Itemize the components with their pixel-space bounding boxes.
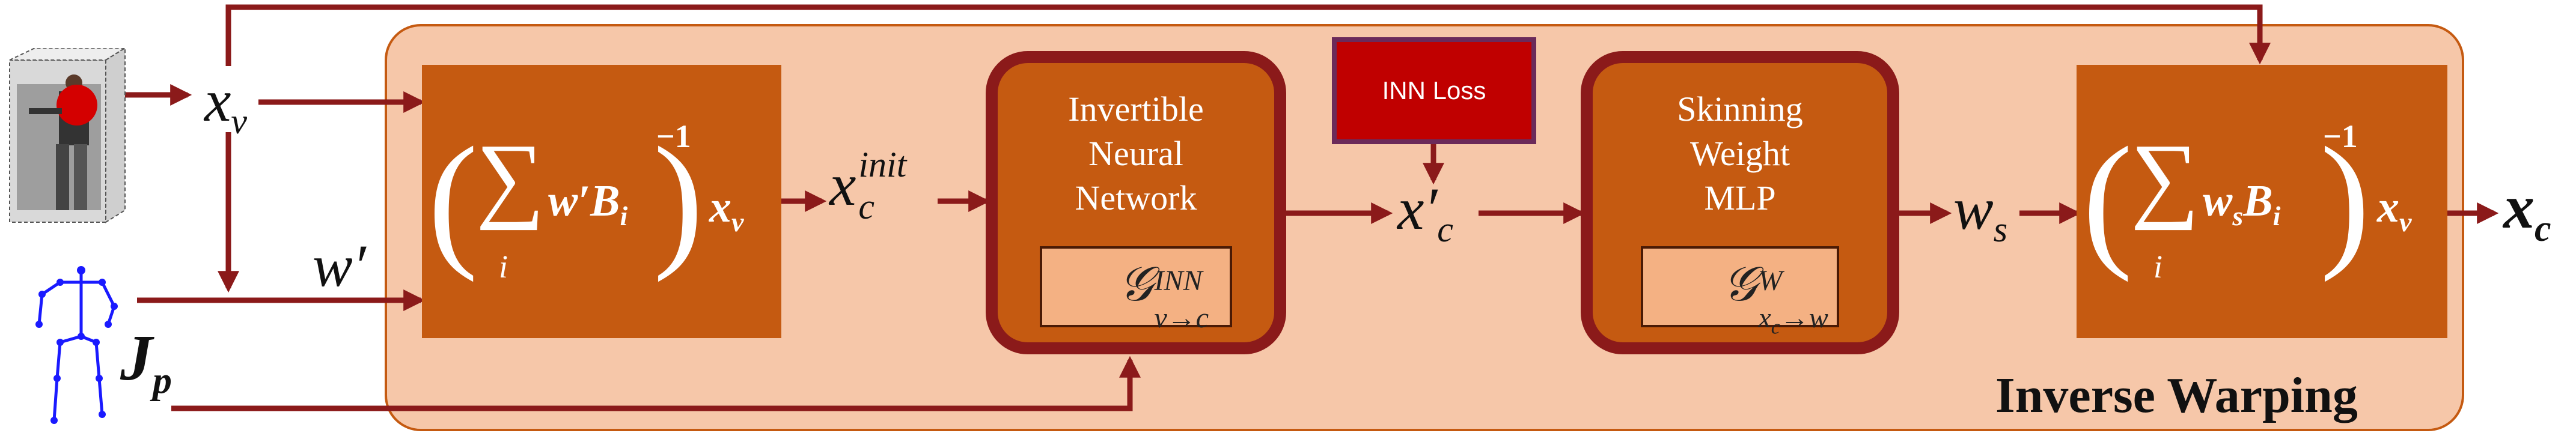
skeleton-joints-image bbox=[35, 266, 118, 424]
inverse-exponent: −1 bbox=[656, 118, 691, 154]
arrow-skip-xv-to-box2 bbox=[225, 4, 2271, 66]
weight-term-2: wsBi bbox=[2203, 177, 2281, 231]
inverse-lbs-box-ws: ( ∑ i wsBi ) −1 xv bbox=[2077, 65, 2447, 338]
sum-index-2: i bbox=[2153, 249, 2163, 285]
left-paren-2: ( bbox=[2083, 117, 2133, 283]
right-paren-2: ) bbox=[2320, 117, 2370, 283]
label-xv: xv bbox=[204, 67, 248, 141]
label-w-prime: w′ bbox=[313, 232, 366, 299]
left-paren: ( bbox=[428, 117, 478, 283]
label-ws: ws bbox=[1953, 175, 2008, 249]
label-jp: Jp bbox=[120, 322, 172, 402]
xv-term: xv bbox=[709, 183, 744, 237]
weight-term: w′Bi bbox=[548, 177, 628, 231]
inn-title: Invertible Neural Network bbox=[1068, 89, 1204, 217]
xv-term-2: xv bbox=[2377, 183, 2412, 237]
sum-symbol: ∑ bbox=[476, 124, 545, 231]
label-xc-output: xc bbox=[2503, 172, 2551, 249]
inn-loss-box: INN Loss bbox=[1332, 37, 1536, 144]
skinning-title: Skinning Weight MLP bbox=[1677, 89, 1803, 217]
sum-index: i bbox=[499, 249, 508, 285]
panel-title: Inverse Warping bbox=[1995, 368, 2358, 423]
inverse-lbs-box-wprime: ( ∑ i w′Bi ) −1 xv bbox=[422, 65, 781, 338]
inverse-exponent-2: −1 bbox=[2323, 118, 2358, 154]
human-photo-image bbox=[9, 48, 126, 223]
arrow-jp-to-inn bbox=[171, 356, 1141, 411]
sum-symbol-2: ∑ bbox=[2131, 124, 2200, 231]
right-paren: ) bbox=[653, 117, 704, 283]
label-xc-prime: x′c bbox=[1397, 175, 1453, 249]
